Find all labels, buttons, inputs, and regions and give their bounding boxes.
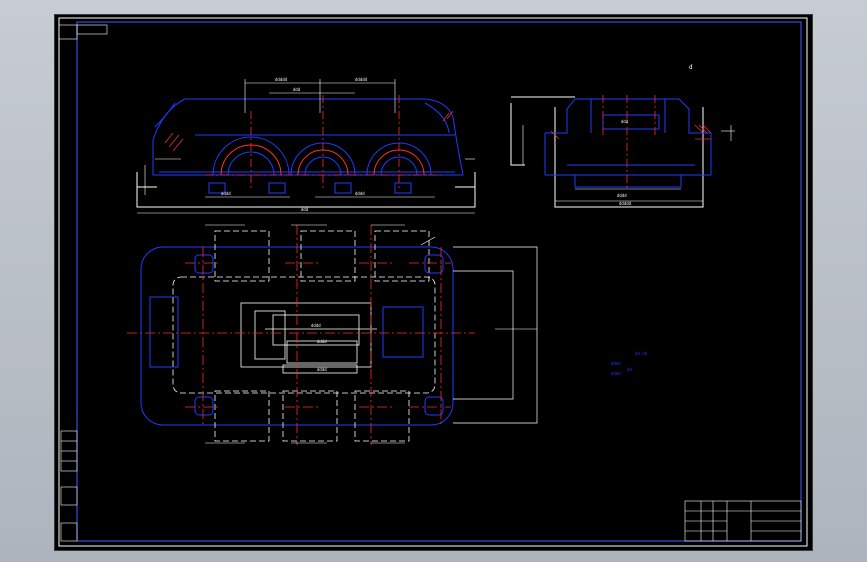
plan-view: dddd dddd dddd [127, 224, 538, 445]
svg-text:d: d [689, 64, 693, 71]
svg-text:ddddd: ddddd [275, 77, 288, 82]
svg-text:dddd: dddd [611, 361, 621, 366]
svg-text:ddd: ddd [293, 87, 301, 92]
svg-text:dddd: dddd [317, 339, 327, 344]
svg-text:dddd: dddd [221, 191, 231, 196]
svg-text:dddd: dddd [617, 193, 627, 198]
svg-text:dddd: dddd [317, 367, 327, 372]
left-margin-stamps [60, 430, 78, 542]
outer-frame [58, 17, 808, 547]
svg-text:dddd: dddd [311, 323, 321, 328]
svg-text:dd dd: dd dd [635, 351, 648, 356]
front-view: ddddd ddddd ddd ddd dddd dddd [136, 77, 476, 214]
drawing-number-tag [76, 24, 108, 35]
title-block [684, 500, 802, 542]
svg-text:dddd: dddd [611, 371, 621, 376]
svg-text:dddd: dddd [355, 191, 365, 196]
svg-text:ddd: ddd [301, 207, 309, 212]
svg-text:ddd: ddd [621, 119, 629, 124]
svg-text:ddddd: ddddd [619, 201, 632, 206]
svg-text:dd: dd [627, 367, 632, 372]
svg-text:ddddd: ddddd [355, 77, 368, 82]
inner-frame [76, 21, 802, 542]
